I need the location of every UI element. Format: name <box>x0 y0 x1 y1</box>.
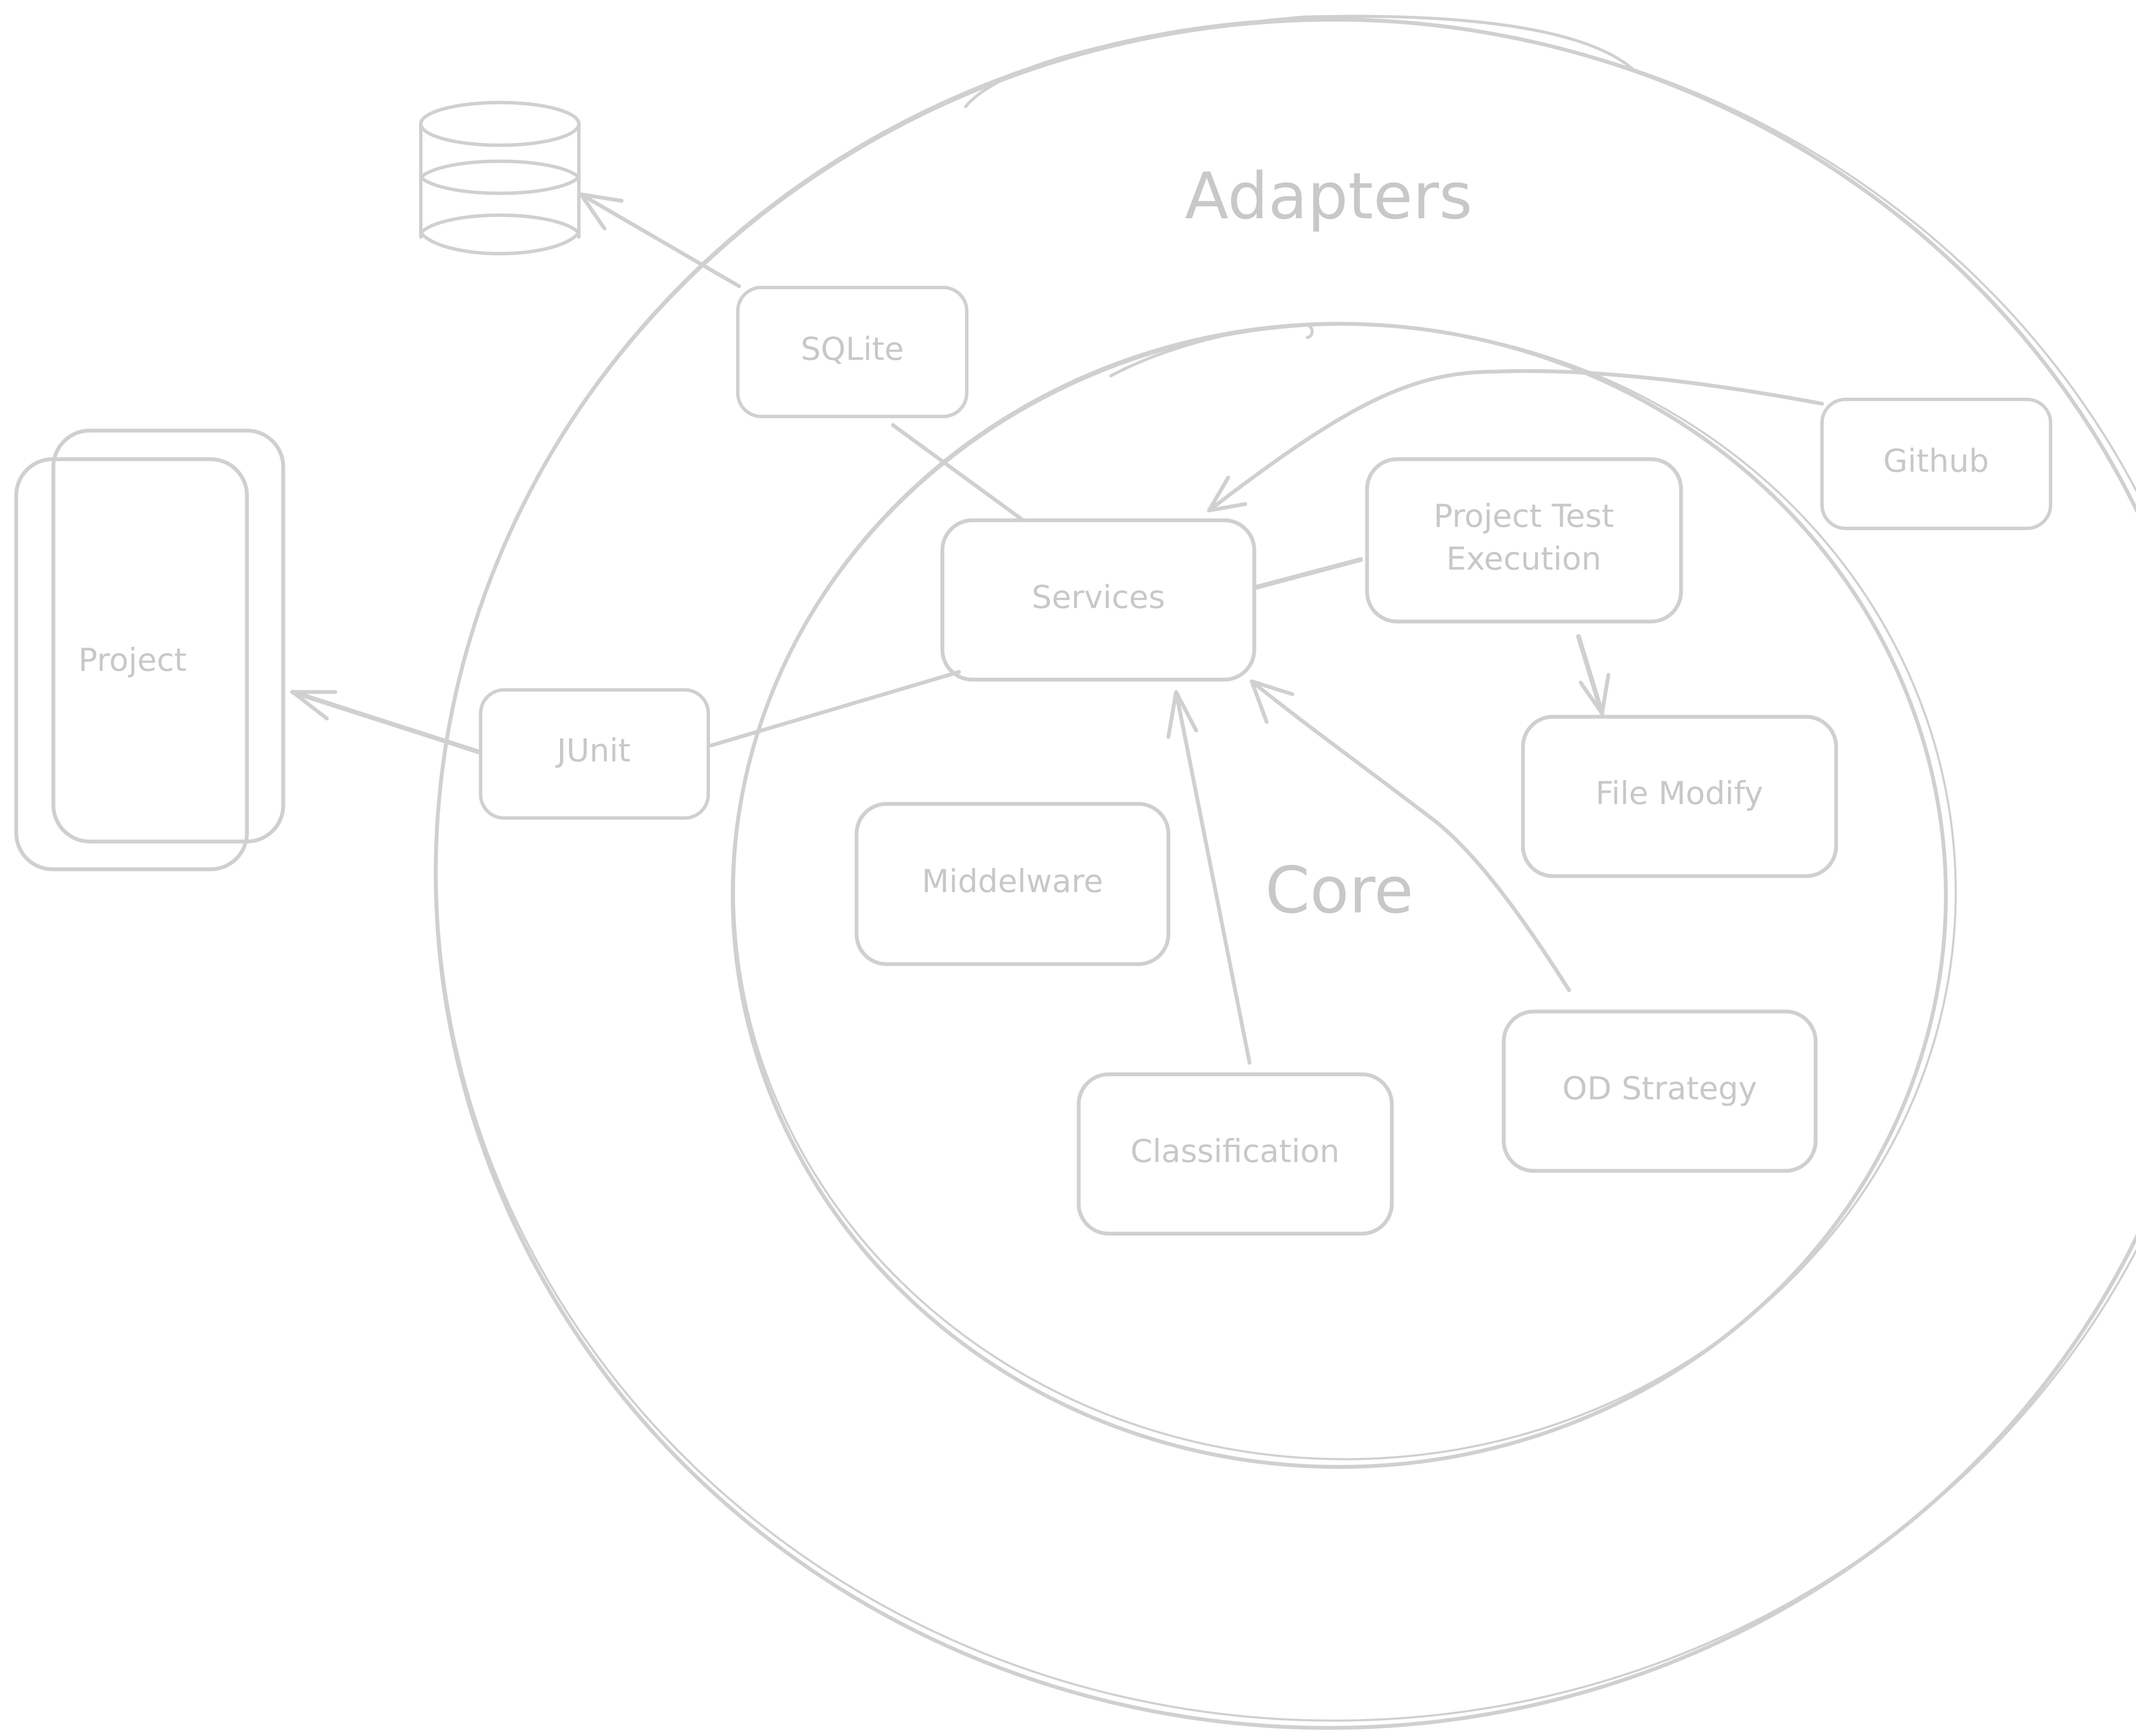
od-strategy-box <box>1502 1009 1818 1173</box>
project-test-execution-node[interactable]: Project Test Execution <box>1365 457 1683 624</box>
connector-od-strategy-to-services <box>1250 679 1571 992</box>
project-label: Project <box>78 642 186 679</box>
core-circle-sketch <box>733 323 1957 1460</box>
project-test-execution-label-line1: Project Test <box>1434 498 1614 535</box>
connector-sqlite-to-services <box>891 423 1025 522</box>
sqlite-node[interactable]: SQLite <box>736 286 968 418</box>
project-test-execution-label-line2: Execution <box>1446 541 1601 578</box>
connector-project-test-execution-to-file-modify <box>1576 634 1605 716</box>
connector-github-to-services <box>1207 369 1824 513</box>
middelware-box <box>854 802 1171 966</box>
sqlite-label: SQLite <box>801 331 904 368</box>
classification-label: Classification <box>1130 1133 1340 1170</box>
services-box <box>940 518 1256 682</box>
arrowhead-database <box>579 192 624 231</box>
project-front-card <box>14 457 249 871</box>
file-modify-node[interactable]: File Modify <box>1521 715 1838 878</box>
middelware-label: Middelware <box>922 863 1103 900</box>
connector-junit-to-services <box>709 670 961 748</box>
arrowhead-services-from-github <box>1207 475 1247 513</box>
project-back-card <box>51 428 285 844</box>
project-test-execution-box <box>1365 457 1683 624</box>
project-stack[interactable]: Project <box>14 428 285 871</box>
github-node[interactable]: Github <box>1820 398 2052 530</box>
database-top <box>419 101 581 147</box>
od-strategy-label: OD Strategy <box>1562 1070 1757 1107</box>
services-node[interactable]: Services <box>940 518 1256 682</box>
adapters-circle-top-scribble <box>964 15 1634 108</box>
database-bottom <box>419 213 581 255</box>
file-modify-box <box>1521 715 1838 878</box>
core-circle-top-scribble <box>1109 323 1314 378</box>
arrowhead-file-modify <box>1579 673 1611 716</box>
od-strategy-node[interactable]: OD Strategy <box>1502 1009 1818 1173</box>
junit-label: JUnit <box>555 733 631 769</box>
database-middle-disk <box>419 159 581 195</box>
github-label: Github <box>1883 443 1989 480</box>
connector-services-to-project-test-execution <box>1253 557 1363 590</box>
core-label: Core <box>1265 853 1413 928</box>
arrowhead-project <box>290 690 337 721</box>
junit-box <box>479 688 710 820</box>
adapters-circle-sketch <box>436 20 2136 1721</box>
classification-box <box>1077 1072 1394 1236</box>
adapters-label: Adapters <box>1185 159 1472 234</box>
middelware-node[interactable]: Middelware <box>854 802 1171 966</box>
junit-node[interactable]: JUnit <box>479 688 710 820</box>
arrowhead-services-from-classification <box>1166 690 1198 739</box>
connector-junit-to-project <box>290 689 481 754</box>
arrowhead-services-from-od-strategy <box>1250 679 1294 724</box>
connector-classification-to-services <box>1174 690 1252 1065</box>
file-modify-label: File Modify <box>1596 775 1763 812</box>
services-label: Services <box>1032 579 1165 616</box>
database-cylinder-icon <box>419 101 581 255</box>
github-box <box>1820 398 2052 530</box>
classification-node[interactable]: Classification <box>1077 1072 1394 1236</box>
sqlite-box <box>736 286 968 418</box>
connector-sqlite-to-database <box>579 192 741 288</box>
